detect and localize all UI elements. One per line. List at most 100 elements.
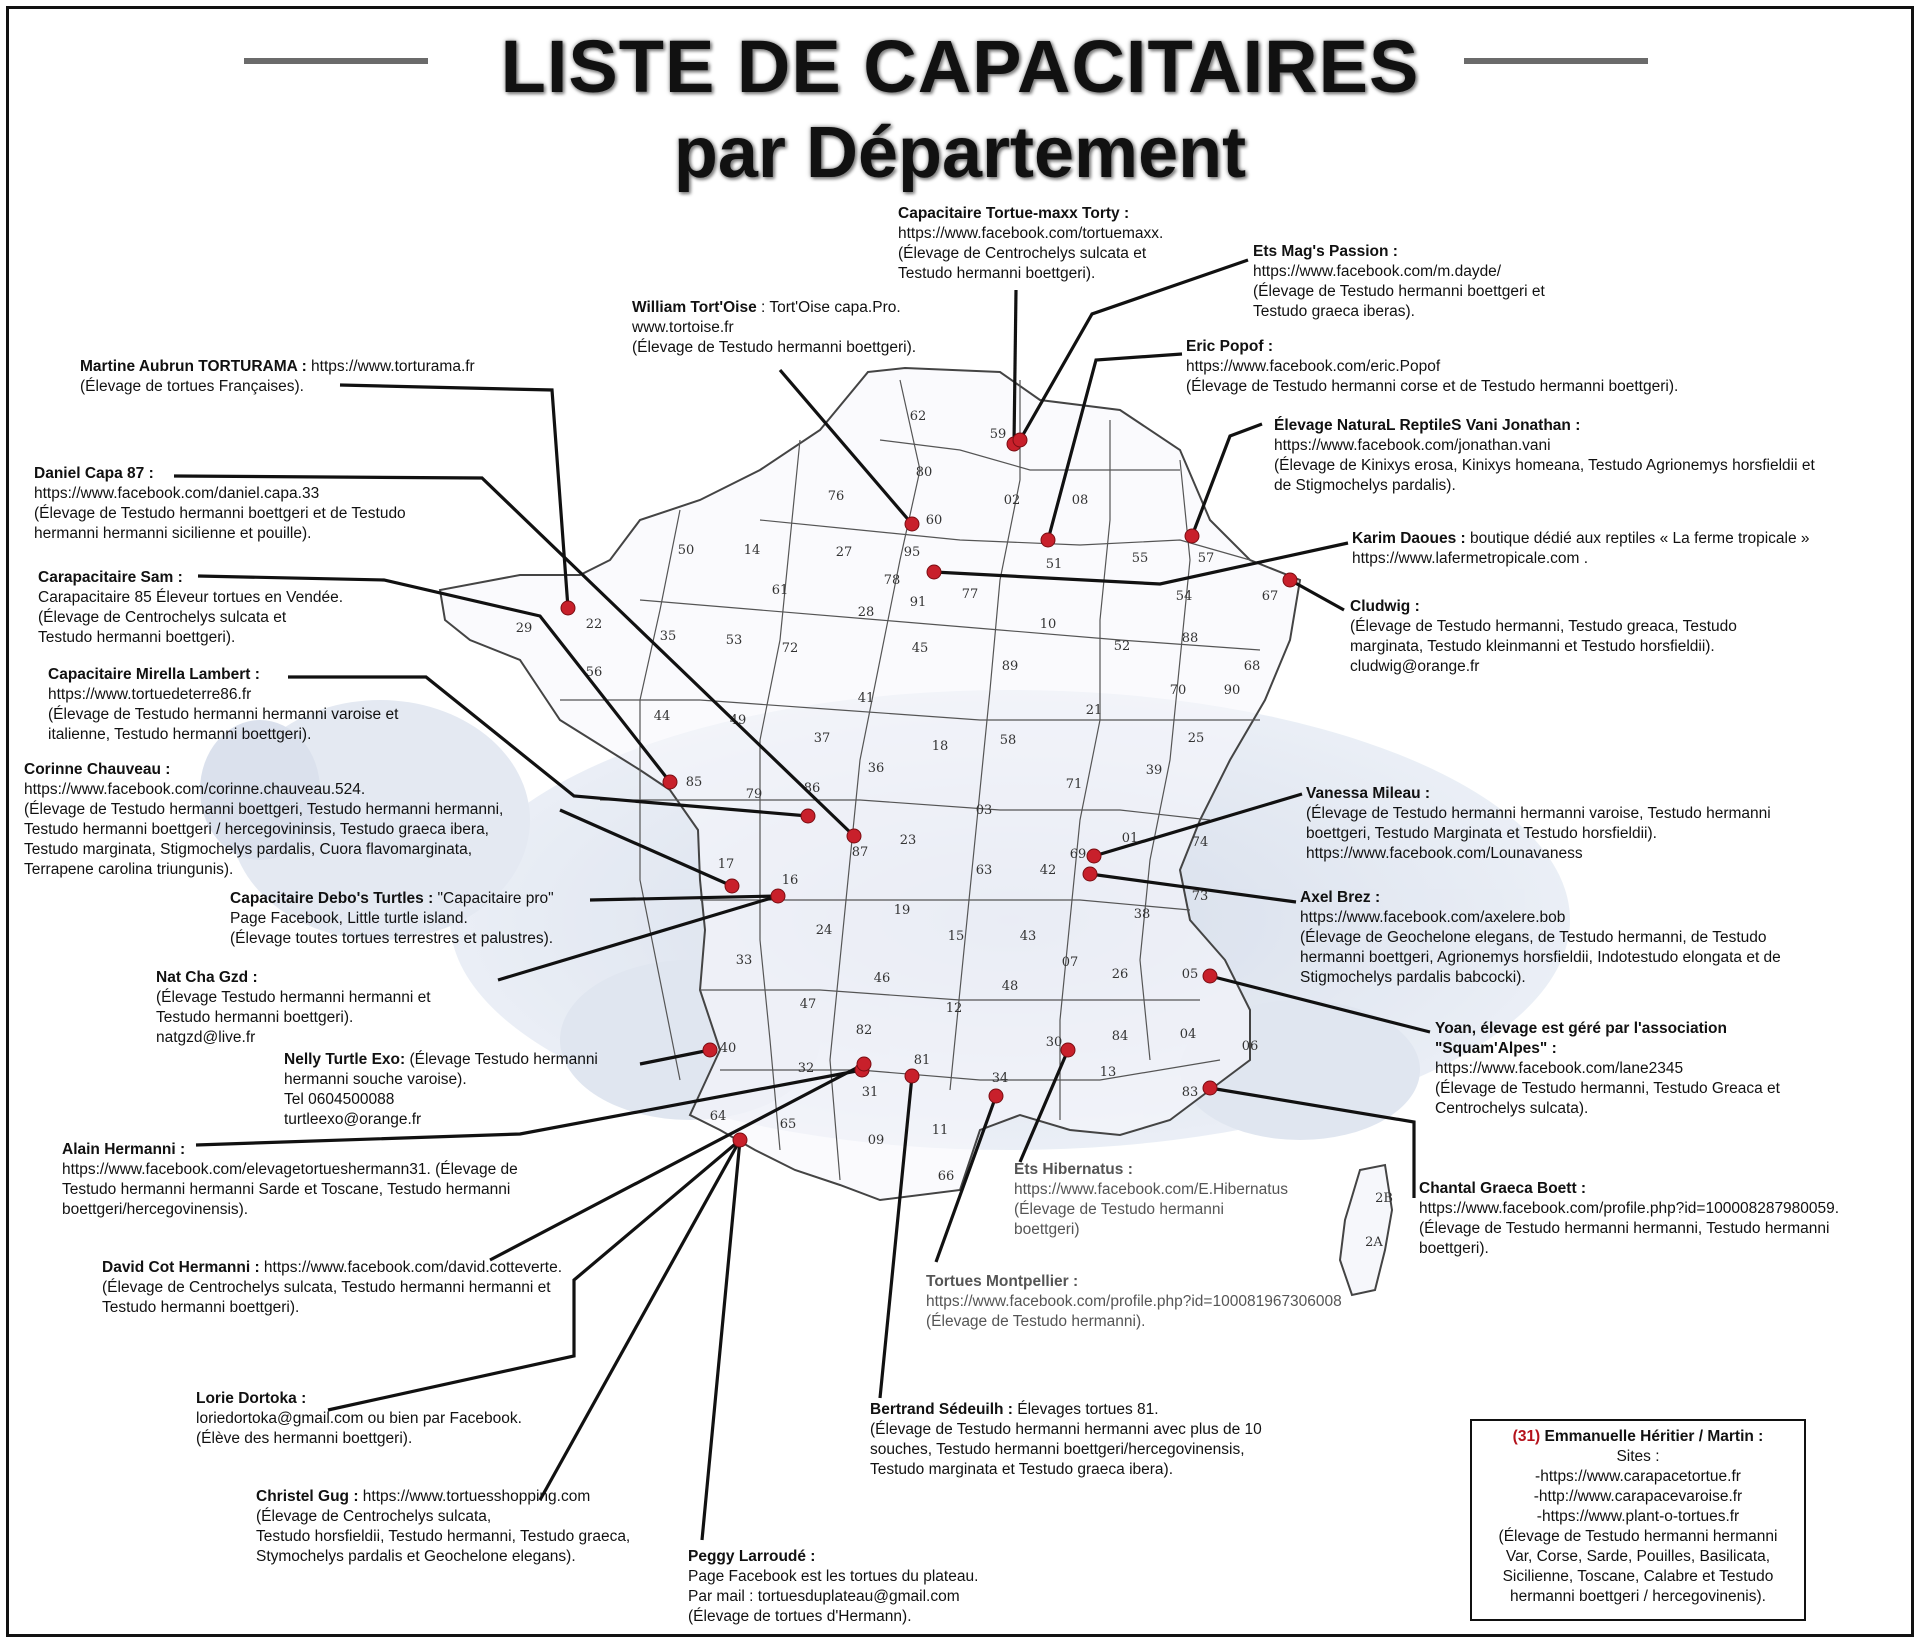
entry-line: https://www.facebook.com/axelere.bob [1300, 909, 1566, 926]
entry-name: Martine Aubrun TORTURAMA : [80, 358, 307, 375]
entry-line: https://www.facebook.com/eric.Popof [1186, 358, 1441, 375]
page-subtitle: par Département [673, 113, 1247, 193]
department-label-57: 57 [1198, 551, 1215, 566]
entry-after: (Élevage Testudo hermanni [405, 1051, 598, 1068]
location-marker-tortoise [904, 516, 920, 532]
entry-name: Axel Brez : [1300, 889, 1381, 906]
department-label-07: 07 [1062, 955, 1079, 970]
location-marker-nelly [702, 1042, 718, 1058]
department-label-78: 78 [884, 573, 901, 588]
department-label-17: 17 [718, 857, 735, 872]
entry-line: hermanni hermanni sicilienne et pouille)… [34, 525, 312, 542]
department-label-28: 28 [858, 605, 875, 620]
department-label-50: 50 [678, 543, 695, 558]
department-label-56: 56 [586, 665, 603, 680]
entry-line: (Élevage de Testudo hermanni hermanni av… [870, 1421, 1262, 1438]
entry-name: Nat Cha Gzd : [156, 969, 258, 986]
entry-after: https://www.torturama.fr [306, 358, 475, 375]
leader-line-david [489, 1062, 865, 1262]
location-marker-corinne [724, 878, 740, 894]
leader-lines [173, 258, 1431, 1541]
department-label-53: 53 [726, 633, 743, 648]
entry-line: (Élevage de Geochelone elegans, de Testu… [1300, 929, 1767, 946]
leader-line-torturama [339, 383, 570, 609]
location-marker-mirella [800, 808, 816, 824]
entry-natcha: Nat Cha Gzd : (Élevage Testudo hermanni … [156, 968, 431, 1048]
leader-line-bertrand [878, 1075, 914, 1399]
entry-line: https://www.facebook.com/daniel.capa.33 [34, 485, 320, 502]
department-label-21: 21 [1086, 703, 1103, 718]
department-label-70: 70 [1170, 683, 1187, 698]
location-marker-chantal [1202, 1080, 1218, 1096]
department-label-84: 84 [1112, 1029, 1129, 1044]
entry-line: Testudo hermanni boettgeri). [102, 1299, 300, 1316]
entry-name: Emmanuelle Héritier / Martin : [1540, 1428, 1764, 1445]
entry-line: marginata, Testudo kleinmanni et Testudo… [1350, 638, 1715, 655]
france-outline [438, 366, 1302, 1202]
entry-montpellier: Tortues Montpellier : https://www.facebo… [926, 1272, 1342, 1332]
location-marker-bertrand [904, 1068, 920, 1084]
location-marker-vanessa [1086, 848, 1102, 864]
entry-yoan: Yoan, élevage est géré par l'association… [1435, 1019, 1780, 1119]
entry-line: (Élevage de Testudo hermanni, Testudo Gr… [1435, 1080, 1780, 1097]
department-label-81: 81 [914, 1053, 931, 1068]
entry-line: (Élevage de Centrochelys sulcata et [38, 609, 287, 626]
entry-name: Capacitaire Mirella Lambert : [48, 666, 260, 683]
department-label-44: 44 [654, 709, 671, 724]
department-label-30: 30 [1046, 1035, 1063, 1050]
entry-line: (Élevage de Testudo hermanni boettgeri e… [1253, 283, 1545, 300]
department-label-19: 19 [894, 903, 911, 918]
department-label-46: 46 [874, 971, 891, 986]
entry-after: Élevages tortues 81. [1012, 1401, 1159, 1418]
department-label-85: 85 [686, 775, 703, 790]
location-marker-axel [1082, 866, 1098, 882]
leader-line-hibernatus [1018, 1049, 1070, 1163]
department-label-35: 35 [660, 629, 677, 644]
entry-line: (Élevage Testudo hermanni hermanni et [156, 989, 431, 1006]
entry-name: Eric Popof : [1186, 338, 1273, 355]
department-label-48: 48 [1002, 979, 1019, 994]
entry-line: Carapacitaire 85 Éleveur tortues en Vend… [38, 589, 344, 606]
leader-line-tortoise [778, 368, 914, 526]
corsica-outline [1338, 1163, 1394, 1297]
department-label-12: 12 [946, 1001, 963, 1016]
entry-line: -https://www.carapacetortue.fr [1535, 1468, 1741, 1485]
entry-line: boettgeri) [1014, 1221, 1080, 1238]
entry-christel: Christel Gug : https://www.tortuesshoppi… [256, 1487, 630, 1567]
entry-chantal: Chantal Graeca Boett : https://www.faceb… [1419, 1179, 1839, 1259]
entry-after: https://www.facebook.com/david.cottevert… [259, 1259, 563, 1276]
department-label-29: 29 [516, 621, 533, 636]
leader-line-torty [1012, 289, 1018, 445]
entry-line: www.tortoise.fr [632, 319, 734, 336]
entry-line: Testudo marginata, Stigmochelys pardalis… [24, 841, 473, 858]
entry-sam: Carapacitaire Sam : Carapacitaire 85 Éle… [38, 568, 343, 648]
entry-line: Testudo horsfieldii, Testudo hermanni, T… [256, 1528, 631, 1545]
department-label-55: 55 [1132, 551, 1149, 566]
entry-line: https://www.facebook.com/Lounavaness [1306, 845, 1583, 862]
leader-line-sam [197, 574, 672, 783]
leader-line-cludwig [1289, 578, 1345, 612]
entry-name: Karim Daoues : [1352, 530, 1466, 547]
entry-line: https://www.facebook.com/elevagetortuesh… [62, 1161, 518, 1178]
location-marker-david [856, 1056, 872, 1072]
entry-line: Sicilienne, Toscane, Calabre et Testudo [1502, 1568, 1774, 1585]
leader-line-chantal [1209, 1086, 1416, 1198]
leader-line-christel [538, 1139, 742, 1501]
department-label-62: 62 [910, 409, 927, 424]
location-marker-montpellier [988, 1088, 1004, 1104]
entry-name: William Tort'Oise [632, 299, 757, 316]
entry-line: (Élevage de Testudo hermanni hermanni [1498, 1528, 1778, 1545]
department-label-04: 04 [1180, 1027, 1197, 1042]
entry-line: cludwig@orange.fr [1350, 658, 1480, 675]
entry-line: (Élève des hermanni boettgeri). [196, 1430, 413, 1447]
location-marker-natural [1184, 528, 1200, 544]
department-label-22: 22 [586, 617, 603, 632]
location-marker-hibernatus [1060, 1042, 1076, 1058]
entry-line: https://www.lafermetropicale.com . [1352, 550, 1589, 567]
entry-mirella: Capacitaire Mirella Lambert : https://ww… [48, 665, 398, 745]
entry-line: loriedortoka@gmail.com ou bien par Faceb… [196, 1410, 522, 1427]
entry-line: -https://www.plant-o-tortues.fr [1536, 1508, 1740, 1525]
entry-line: (Élevage de Testudo hermanni hermanni va… [48, 706, 399, 723]
department-label-23: 23 [900, 833, 917, 848]
